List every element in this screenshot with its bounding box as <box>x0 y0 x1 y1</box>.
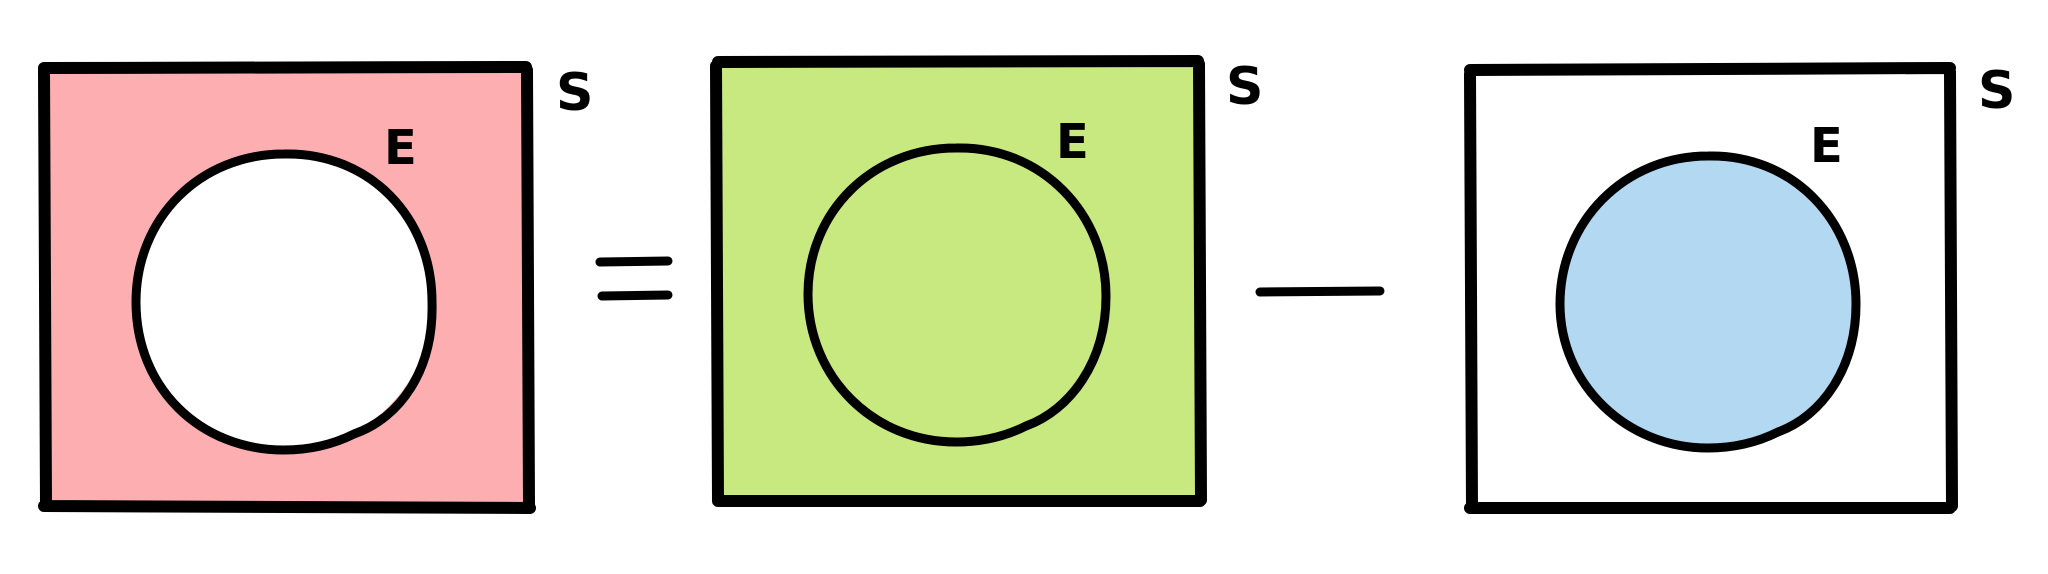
minus-sign <box>1255 286 1385 297</box>
complement-square-outline <box>38 61 536 514</box>
event-set-label: S <box>1978 61 2015 121</box>
equals-sign <box>595 256 673 301</box>
panel-whole: E S <box>710 55 1263 507</box>
event-circle-outline <box>1555 151 1861 453</box>
event-circle-fill <box>1562 158 1854 450</box>
complement-circle-fill <box>136 154 432 450</box>
whole-square-outline <box>710 55 1207 507</box>
whole-circle-outline <box>803 143 1111 447</box>
whole-event-label: E <box>1056 114 1089 170</box>
whole-circle-fill <box>808 146 1104 442</box>
complement-event-label: E <box>384 120 417 176</box>
event-square-outline <box>1464 62 1958 514</box>
complement-set-label: S <box>556 63 593 123</box>
panel-event: E S <box>1464 61 2015 514</box>
complement-circle-outline <box>131 149 437 455</box>
event-event-label: E <box>1810 118 1843 174</box>
panel-complement: E S <box>38 61 593 514</box>
whole-set-label: S <box>1226 57 1263 117</box>
